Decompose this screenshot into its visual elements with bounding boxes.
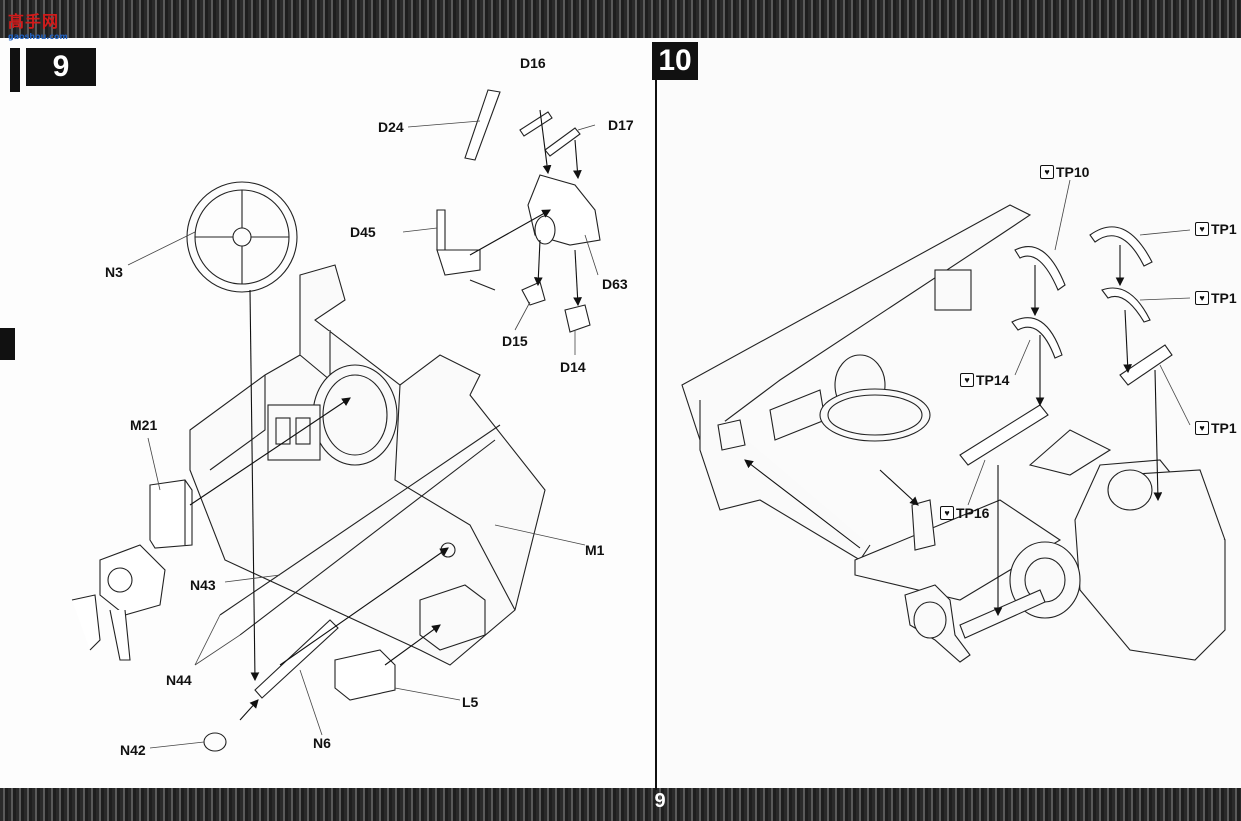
label-d63: D63: [602, 276, 628, 292]
label-tp16: ♥ TP16: [940, 505, 989, 521]
etched-part-icon: ♥: [960, 373, 974, 387]
ring-part-n42: [203, 732, 227, 752]
label-n43: N43: [190, 577, 216, 593]
label-d24: D24: [378, 119, 404, 135]
chassis-frame: [681, 204, 1062, 601]
label-tp10: ♥ TP10: [1040, 164, 1089, 180]
block-part-l5: [334, 649, 396, 701]
shaft-part-n6: [254, 619, 339, 699]
part-d14: [564, 304, 591, 333]
step-number-9: 9: [26, 48, 96, 86]
label-m1: M1: [585, 542, 605, 558]
leader-lines-step10: [967, 179, 1191, 506]
site-watermark-logo: 高手网 gaoshou.com: [8, 12, 68, 41]
label-d15: D15: [502, 333, 528, 349]
housing-part-d63: [527, 174, 601, 246]
label-l5: L5: [462, 694, 479, 710]
part-m21: [149, 479, 193, 549]
etched-part-icon: ♥: [1195, 222, 1209, 236]
lever-part-d45: [436, 209, 496, 291]
leader-lines-step9: [127, 120, 599, 749]
page-spine-divider: [655, 78, 657, 790]
bottom-border-band: [0, 788, 1241, 821]
label-n42: N42: [120, 742, 146, 758]
etched-part-icon: ♥: [1195, 421, 1209, 435]
label-n44: N44: [166, 672, 192, 688]
rod-part-d24: [464, 89, 501, 161]
label-n3: N3: [105, 264, 123, 280]
corner-registration-mark: [10, 48, 20, 92]
label-tp1-c: ♥ TP1: [1195, 420, 1237, 436]
step-number-10: 10: [652, 42, 698, 80]
label-tp1-a: ♥ TP1: [1195, 221, 1237, 237]
label-tp1-b: ♥ TP1: [1195, 290, 1237, 306]
label-d17: D17: [608, 117, 634, 133]
page-number: 9: [654, 790, 666, 812]
top-border-band: [0, 0, 1241, 38]
pin-part-d17: [544, 127, 581, 157]
instruction-page-right: [660, 38, 1241, 788]
etched-part-icon: ♥: [1040, 165, 1054, 179]
label-m21: M21: [130, 417, 158, 433]
label-d14: D14: [560, 359, 586, 375]
label-d45: D45: [350, 224, 376, 240]
part-d15: [521, 281, 546, 306]
label-d16: D16: [520, 55, 546, 71]
rod-part-n43: [219, 424, 501, 616]
assembly-arrows-step9: [189, 109, 582, 721]
engine-assembly: [904, 429, 1226, 663]
rod-part-n44: [239, 439, 496, 636]
steering-wheel-n3: [186, 181, 298, 293]
label-tp14: ♥ TP14: [960, 372, 1009, 388]
assembly-arrows-step10: [744, 245, 1163, 617]
hull-part-m1: [189, 264, 546, 666]
etched-part-icon: ♥: [940, 506, 954, 520]
pin-part-d16: [519, 111, 553, 137]
pedal-assembly: [71, 544, 166, 661]
etched-parts: [959, 226, 1173, 466]
etched-part-icon: ♥: [1195, 291, 1209, 305]
side-registration-mark: [0, 328, 15, 360]
label-n6: N6: [313, 735, 331, 751]
